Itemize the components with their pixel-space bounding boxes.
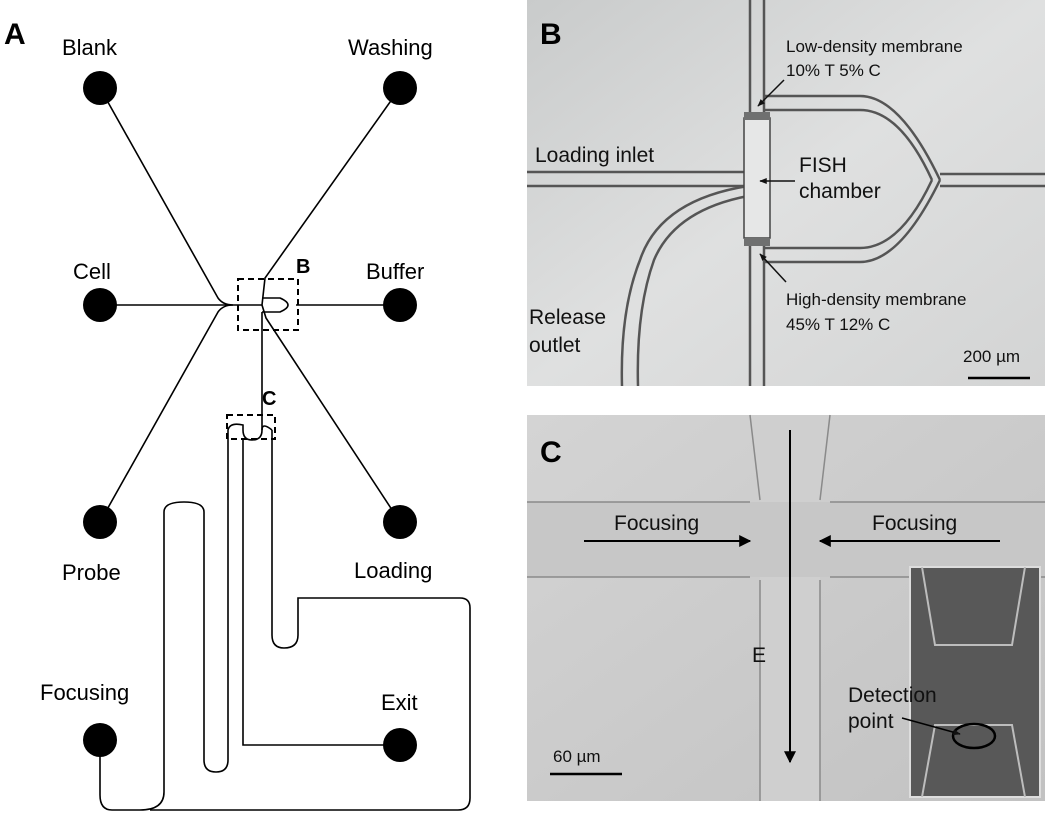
box-c: [226, 414, 276, 440]
reservoir-cell: [83, 288, 117, 322]
label-probe: Probe: [62, 560, 121, 585]
field-label: E: [752, 644, 766, 667]
low-density-membrane: [744, 112, 770, 120]
detection-label-2: point: [848, 710, 894, 733]
low-membrane-spec: 10% T 5% C: [786, 61, 881, 80]
high-density-membrane: [744, 238, 770, 246]
inset-frame: [909, 566, 1041, 798]
box-c-label: C: [262, 388, 276, 410]
label-exit: Exit: [381, 690, 418, 715]
high-membrane-arrow: [759, 253, 787, 283]
probe-channel: [99, 304, 234, 523]
serpentine-left: [99, 312, 263, 811]
high-membrane-label: High-density membrane: [786, 290, 966, 309]
fish-chamber-channel: [262, 297, 400, 313]
high-membrane-spec: 45% T 12% C: [786, 315, 890, 334]
reservoir-washing: [383, 71, 417, 105]
release-outlet-label-1: Release: [529, 306, 606, 329]
panel-b-letter: B: [540, 18, 562, 51]
detection-arrow: [901, 717, 961, 736]
panel-c-letter: C: [540, 436, 562, 469]
inset-upper-walls: [921, 566, 1026, 646]
panel-a: A B C Blank Washing: [4, 18, 471, 811]
label-cell: Cell: [73, 259, 111, 284]
reservoir-buffer: [383, 288, 417, 322]
panel-c-scale-label: 60 µm: [553, 747, 601, 766]
exit-channel: [242, 440, 400, 746]
panel-b-scale-label: 200 µm: [963, 347, 1020, 366]
chip-channels: [99, 87, 471, 811]
label-loading: Loading: [354, 558, 432, 583]
reservoir-exit: [383, 728, 417, 762]
reservoir-blank: [83, 71, 117, 105]
detection-point-marker: [951, 722, 997, 750]
panel-b-channels: [527, 0, 1045, 387]
panel-c-horizontal-channel: [527, 502, 1045, 577]
reservoir-focusing: [83, 723, 117, 757]
reservoir-probe: [83, 505, 117, 539]
box-b-label: B: [296, 256, 310, 278]
serpentine-right: [150, 430, 471, 811]
box-b: [237, 278, 299, 331]
label-buffer: Buffer: [366, 259, 424, 284]
inset: [909, 566, 1041, 798]
release-outlet-label-2: outlet: [529, 334, 581, 357]
detection-label-1: Detection: [848, 684, 937, 707]
reservoir-loading: [383, 505, 417, 539]
fish-chamber-label-2: chamber: [799, 180, 881, 203]
low-membrane-label: Low-density membrane: [786, 37, 963, 56]
loading-inlet-label: Loading inlet: [535, 144, 654, 167]
panel-c: C Focusing Focusing E 60 µm Detection po…: [527, 414, 1045, 801]
focusing-left-label: Focusing: [614, 512, 699, 535]
label-focusing: Focusing: [40, 680, 129, 705]
panel-a-letter: A: [4, 18, 26, 51]
panel-b: B Low-density membrane 10% T 5% C Loadin…: [527, 0, 1045, 387]
panel-b-background: [527, 0, 1045, 386]
c-turn: [261, 425, 273, 431]
blank-channel: [99, 87, 234, 306]
label-washing: Washing: [348, 35, 433, 60]
fish-chamber: [743, 117, 771, 239]
focusing-right-label: Focusing: [872, 512, 957, 535]
label-blank: Blank: [62, 35, 118, 60]
low-membrane-arrow: [757, 79, 785, 107]
fish-chamber-label-1: FISH: [799, 154, 847, 177]
